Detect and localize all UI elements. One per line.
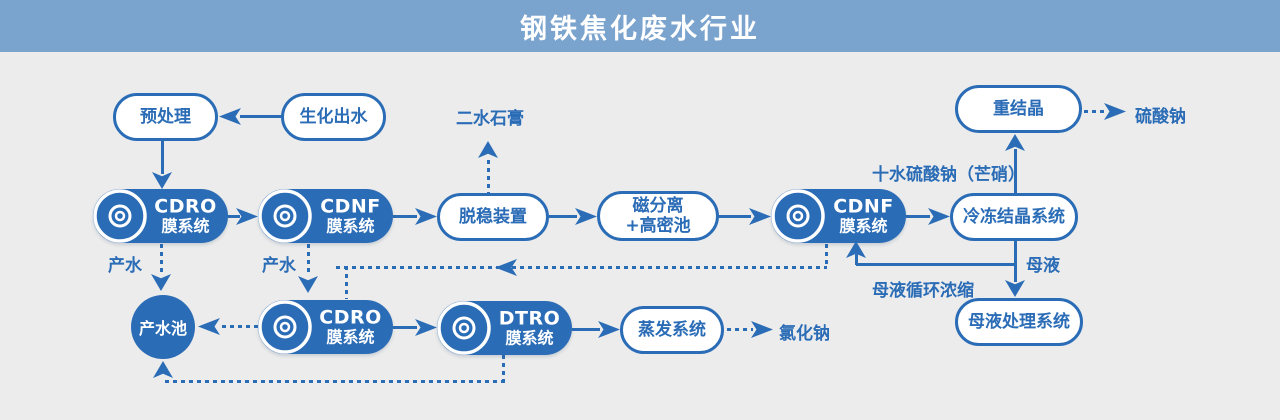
- node-destabilization-unit: 脱稳装置: [437, 193, 549, 241]
- dash-cdnf2-recycle-horizontal: [336, 266, 827, 269]
- node-biochemical-effluent: 生化出水: [281, 93, 386, 141]
- arrow-cdnf1-to-destab-head: [415, 208, 437, 225]
- label-mother-liquor-recycle: 母液循环浓缩: [872, 281, 974, 301]
- node-label: DTRO 膜系统: [498, 307, 561, 348]
- arrow-bio-to-pretreatment-line: [240, 115, 282, 118]
- membrane-disc-icon: [436, 300, 492, 356]
- line-to-ml-treatment: [1014, 263, 1017, 282]
- node-label: 磁分离 +高密池: [625, 195, 691, 236]
- arrow-destab-to-magsep-head: [575, 208, 597, 225]
- arrow-pretreatment-to-cdro1-head: [152, 172, 172, 189]
- arrow-evap-to-nacl-head: [751, 321, 773, 338]
- membrane-disc-icon: [257, 188, 313, 244]
- arrow-recryst-to-na2so4-head: [1104, 103, 1126, 120]
- dash-recycle-into-cdro2: [345, 266, 348, 299]
- dash-cdro2-to-pool: [222, 325, 258, 328]
- arrow-destab-to-gypsum-head: [478, 141, 498, 158]
- arrow-cdro2-to-dtro-head: [415, 319, 437, 336]
- node-label: CDNF 膜系统: [320, 195, 381, 236]
- line-freeze-down: [1014, 241, 1017, 266]
- arrow-cdro2-to-dtro-line: [393, 326, 417, 329]
- arrow-magsep-to-cdnf2-line: [719, 215, 751, 218]
- dash-bottom-recycle: [165, 380, 505, 383]
- banner: 钢铁焦化废水行业: [0, 0, 1280, 52]
- node-label: 冷冻结晶系统: [963, 206, 1065, 227]
- node-cdnf-membrane-1: CDNF 膜系统: [258, 189, 393, 243]
- label-mother-liquor: 母液: [1026, 256, 1060, 276]
- label-gypsum: 二水石膏: [456, 109, 524, 129]
- node-label: CDRO 膜系统: [154, 195, 217, 236]
- arrow-into-ml-treatment-head: [1005, 280, 1025, 297]
- dash-cdnf2-down: [825, 244, 828, 267]
- node-evaporation: 蒸发系统: [620, 306, 724, 354]
- node-label: CDRO 膜系统: [319, 306, 382, 347]
- node-cdro-membrane-1: CDRO 膜系统: [93, 189, 228, 243]
- node-label: 脱稳装置: [459, 206, 527, 227]
- node-label: 母液处理系统: [968, 311, 1070, 332]
- membrane-disc-icon: [257, 299, 313, 355]
- arrow-cdro2-to-pool-head: [198, 318, 220, 335]
- arrow-dtro-to-evap-head: [598, 321, 620, 338]
- node-label: 产水池: [138, 319, 187, 338]
- node-label: 重结晶: [993, 98, 1044, 119]
- label-product-water-2: 产水: [262, 256, 296, 276]
- page-title: 钢铁焦化废水行业: [520, 13, 760, 45]
- arrow-cdnf2-to-freeze-head: [928, 208, 950, 225]
- membrane-disc-icon: [92, 188, 148, 244]
- node-label: 预处理: [140, 106, 191, 127]
- arrow-freeze-to-recryst-line: [1014, 149, 1017, 193]
- label-glauber-salt: 十水硫酸钠（芒硝）: [872, 165, 1025, 185]
- arrow-evap-to-nacl-line: [727, 328, 753, 331]
- arrow-cdro1-to-cdnf1-line: [228, 215, 240, 218]
- line-mother-liquor-recycle: [856, 263, 1017, 266]
- node-freeze-crystallization: 冷冻结晶系统: [950, 193, 1078, 241]
- arrow-bio-to-pretreatment-head: [219, 108, 241, 125]
- node-recrystallization: 重结晶: [955, 85, 1082, 133]
- arrow-cdro1-product-water-head: [151, 274, 171, 291]
- label-product-water-1: 产水: [108, 256, 142, 276]
- label-sodium-chloride: 氯化钠: [779, 324, 830, 344]
- node-label: 蒸发系统: [638, 319, 706, 340]
- node-mother-liquor-treatment: 母液处理系统: [955, 298, 1083, 346]
- arrow-pretreatment-to-cdro1-line: [161, 141, 164, 174]
- label-sodium-sulfate: 硫酸钠: [1135, 107, 1186, 127]
- arrow-destab-to-magsep-line: [549, 215, 577, 218]
- node-cdro-membrane-2: CDRO 膜系统: [258, 300, 393, 354]
- arrow-dtro-to-evap-line: [572, 328, 600, 331]
- arrow-cdnf1-to-destab-line: [393, 215, 417, 218]
- membrane-disc-icon: [770, 188, 826, 244]
- arrow-cdnf2-to-freeze-line: [906, 215, 930, 218]
- node-magnetic-separation: 磁分离 +高密池: [597, 191, 719, 241]
- arrow-destab-to-gypsum-line: [487, 160, 490, 193]
- node-label: 生化出水: [299, 106, 368, 127]
- arrow-bottom-recycle-into-pool-head: [153, 361, 173, 378]
- dash-dtro-down: [502, 355, 505, 381]
- node-label: CDNF 膜系统: [833, 195, 894, 236]
- line-recycle-up: [855, 254, 858, 265]
- dash-cdnf1-product-water: [307, 244, 310, 276]
- node-pretreatment: 预处理: [113, 93, 218, 141]
- node-product-water-pool: 产水池: [131, 295, 195, 359]
- dash-cdro1-product-water: [160, 244, 163, 276]
- node-cdnf-membrane-2: CDNF 膜系统: [771, 189, 906, 243]
- arrow-magsep-to-cdnf2-head: [749, 208, 771, 225]
- arrow-cdnf1-product-water-head: [298, 276, 318, 293]
- node-dtro-membrane: DTRO 膜系统: [437, 301, 572, 355]
- arrow-recryst-to-na2so4-line: [1084, 110, 1106, 113]
